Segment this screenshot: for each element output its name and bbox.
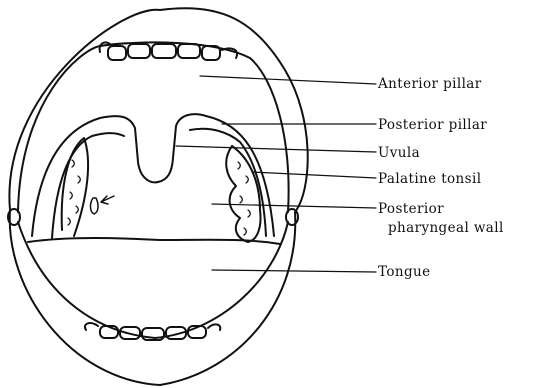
upper-tooth: [178, 44, 200, 58]
arrow-icon: [101, 196, 114, 204]
leader-tongue: [212, 270, 376, 272]
upper-teeth: [100, 42, 237, 60]
posterior-pillar-right: [190, 129, 266, 236]
leader-posterior-pharyngeal-wall: [212, 204, 376, 208]
label-tongue: Tongue: [378, 264, 431, 280]
upper-tooth: [108, 46, 126, 60]
left-tonsil-crypts: [68, 160, 80, 225]
label-posterior-pharyngeal-wall-line1: Posterior: [378, 201, 444, 217]
leader-uvula: [176, 146, 376, 152]
label-posterior-pillar: Posterior pillar: [378, 117, 487, 133]
label-anterior-pillar: Anterior pillar: [378, 76, 482, 92]
upper-tooth: [152, 44, 176, 58]
label-uvula: Uvula: [378, 145, 420, 161]
right-tonsil-crypts: [238, 162, 250, 235]
right-palatine-tonsil: [226, 146, 260, 242]
left-palatine-tonsil: [62, 138, 88, 236]
label-palatine-tonsil: Palatine tonsil: [378, 171, 481, 187]
label-posterior-pharyngeal-wall-line2: pharyngeal wall: [388, 220, 504, 236]
leader-palatine-tonsil: [252, 172, 376, 178]
upper-tooth: [128, 44, 150, 58]
pharyngeal-wall-mark: [90, 198, 98, 214]
